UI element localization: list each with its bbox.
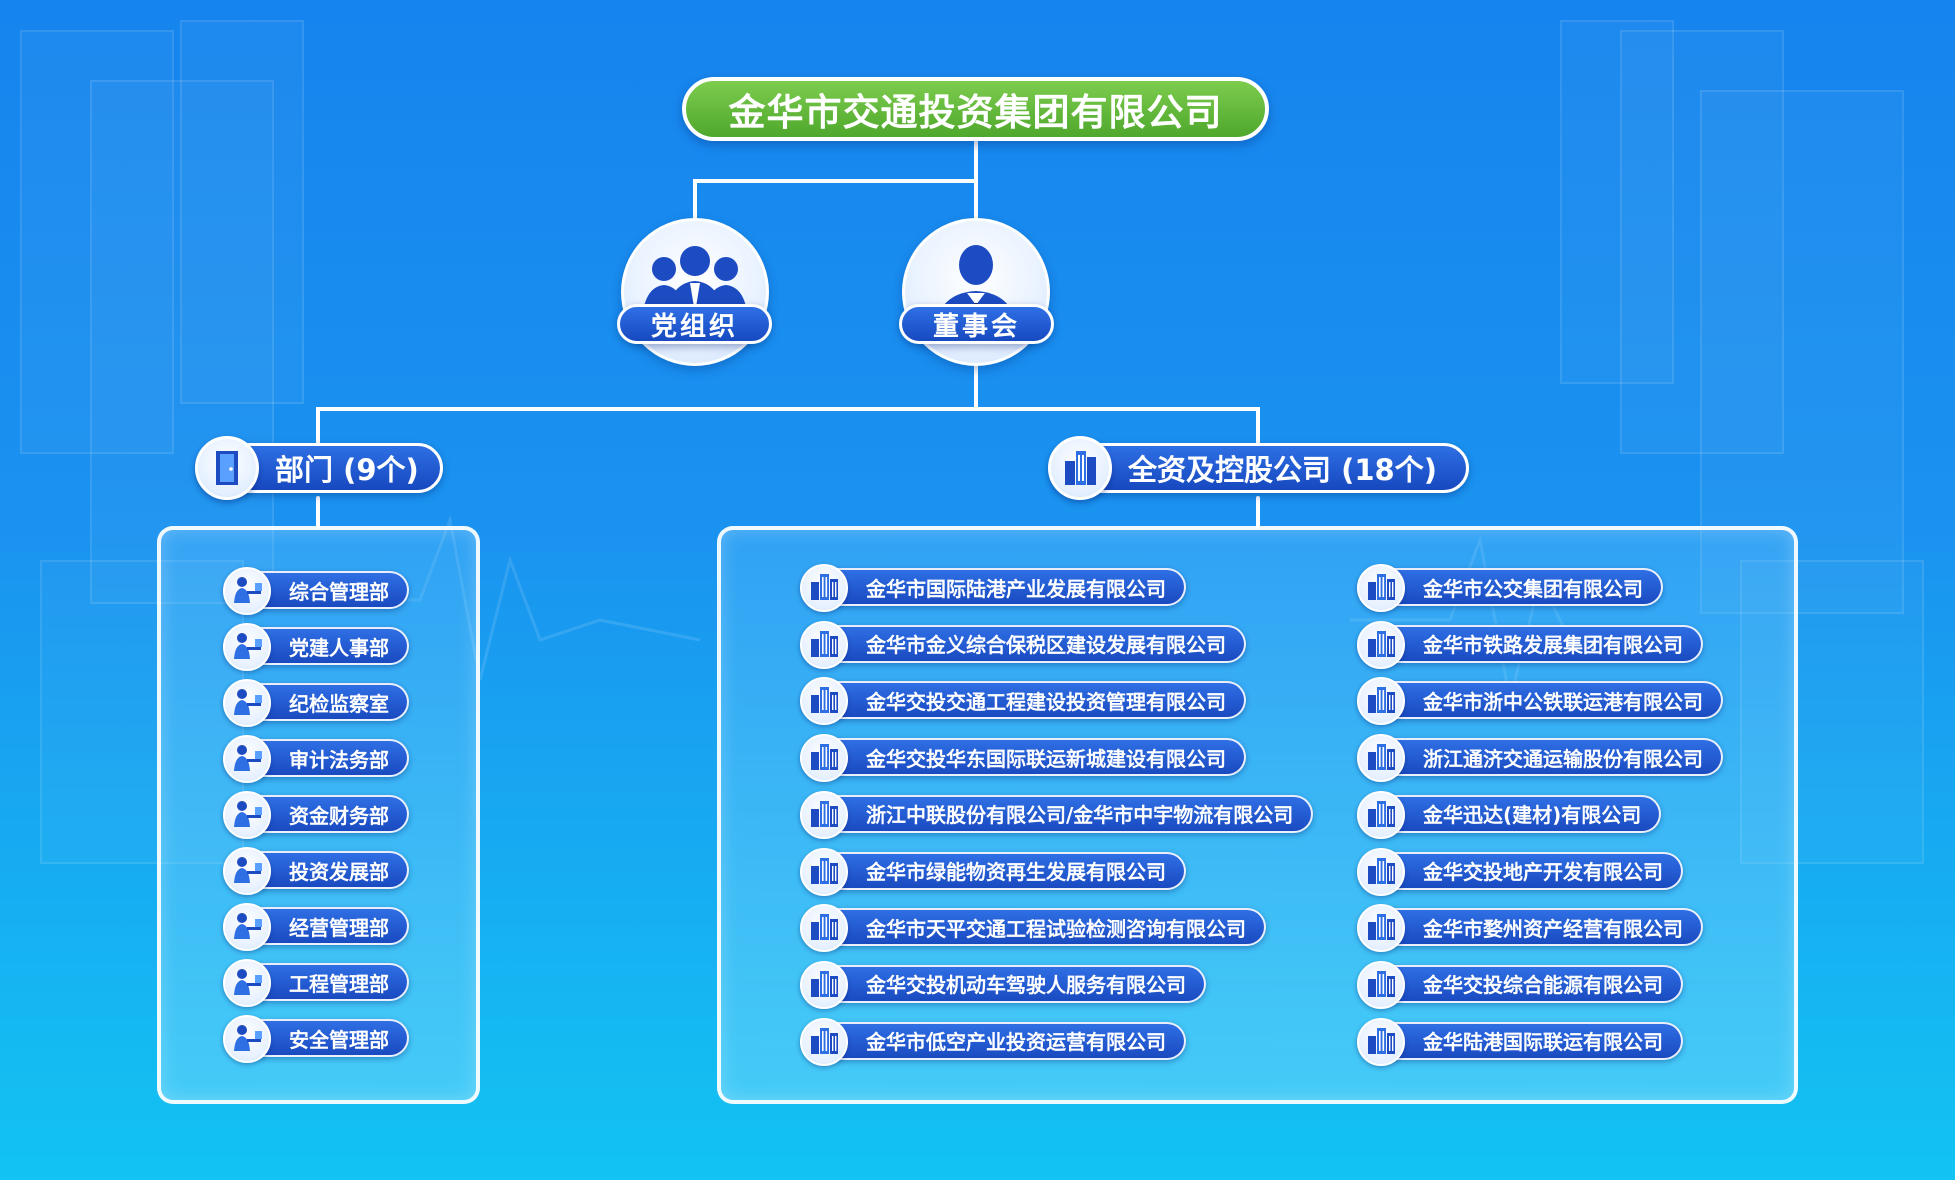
building-icon bbox=[1357, 677, 1405, 726]
building-icon bbox=[800, 620, 848, 669]
company-item: 金华交投华东国际联运新城建设有限公司 bbox=[800, 734, 1246, 783]
department-item: 审计法务部 bbox=[223, 735, 409, 783]
company-item: 金华交投交通工程建设投资管理有限公司 bbox=[800, 677, 1246, 726]
company-title: 金华市交通投资集团有限公司 bbox=[682, 77, 1269, 141]
office-worker-icon bbox=[223, 735, 271, 783]
office-worker-icon bbox=[223, 959, 271, 1007]
department-item: 综合管理部 bbox=[223, 567, 409, 615]
building-icon bbox=[800, 960, 848, 1009]
building-icon bbox=[1357, 564, 1405, 612]
department-item: 工程管理部 bbox=[223, 959, 409, 1007]
company-item: 金华市婺州资产经营有限公司 bbox=[1357, 904, 1703, 953]
department-item: 经营管理部 bbox=[223, 903, 409, 951]
building-icon bbox=[1357, 1017, 1405, 1066]
building-icon bbox=[1357, 620, 1405, 669]
company-item: 金华陆港国际联运有限公司 bbox=[1357, 1017, 1683, 1066]
company-item: 金华迅达(建材)有限公司 bbox=[1357, 790, 1662, 839]
door-icon bbox=[195, 436, 259, 500]
office-worker-icon bbox=[223, 791, 271, 839]
company-item: 金华交投地产开发有限公司 bbox=[1357, 847, 1683, 896]
office-worker-icon bbox=[223, 1015, 271, 1063]
company-item: 金华市金义综合保税区建设发展有限公司 bbox=[800, 620, 1246, 669]
building-icon bbox=[800, 734, 848, 783]
building-icon bbox=[1357, 734, 1405, 783]
company-item: 金华市国际陆港产业发展有限公司 bbox=[800, 564, 1186, 612]
building-icon bbox=[1357, 960, 1405, 1009]
office-worker-icon bbox=[223, 903, 271, 951]
department-item: 纪检监察室 bbox=[223, 679, 409, 727]
party-label: 党组织 bbox=[617, 304, 772, 344]
building-icon bbox=[800, 1017, 848, 1066]
building-icon bbox=[800, 677, 848, 726]
building-icon bbox=[800, 790, 848, 839]
company-item: 浙江中联股份有限公司/金华市中宇物流有限公司 bbox=[800, 790, 1314, 839]
department-item: 安全管理部 bbox=[223, 1015, 409, 1063]
office-worker-icon bbox=[223, 623, 271, 671]
company-item: 金华市铁路发展集团有限公司 bbox=[1357, 620, 1703, 669]
office-worker-icon bbox=[223, 847, 271, 895]
company-item: 金华市低空产业投资运营有限公司 bbox=[800, 1017, 1186, 1066]
department-item: 资金财务部 bbox=[223, 791, 409, 839]
department-item: 投资发展部 bbox=[223, 847, 409, 895]
building-icon bbox=[1357, 847, 1405, 896]
company-item: 金华市公交集团有限公司 bbox=[1357, 564, 1663, 612]
building-icon bbox=[800, 904, 848, 953]
building-icon bbox=[800, 564, 848, 612]
department-item: 党建人事部 bbox=[223, 623, 409, 671]
companies-heading: 全资及控股公司 (18个) bbox=[1048, 436, 1469, 500]
company-item: 浙江通济交通运输股份有限公司 bbox=[1357, 734, 1723, 783]
company-item: 金华交投综合能源有限公司 bbox=[1357, 960, 1683, 1009]
departments-heading: 部门 (9个) bbox=[195, 436, 443, 500]
buildings-icon bbox=[1048, 436, 1112, 500]
office-worker-icon bbox=[223, 567, 271, 615]
board-label: 董事会 bbox=[899, 304, 1054, 344]
building-icon bbox=[800, 847, 848, 896]
company-item: 金华交投机动车驾驶人服务有限公司 bbox=[800, 960, 1206, 1009]
company-item: 金华市浙中公铁联运港有限公司 bbox=[1357, 677, 1723, 726]
building-icon bbox=[1357, 904, 1405, 953]
company-item: 金华市天平交通工程试验检测咨询有限公司 bbox=[800, 904, 1266, 953]
company-item: 金华市绿能物资再生发展有限公司 bbox=[800, 847, 1186, 896]
office-worker-icon bbox=[223, 679, 271, 727]
building-icon bbox=[1357, 790, 1405, 839]
